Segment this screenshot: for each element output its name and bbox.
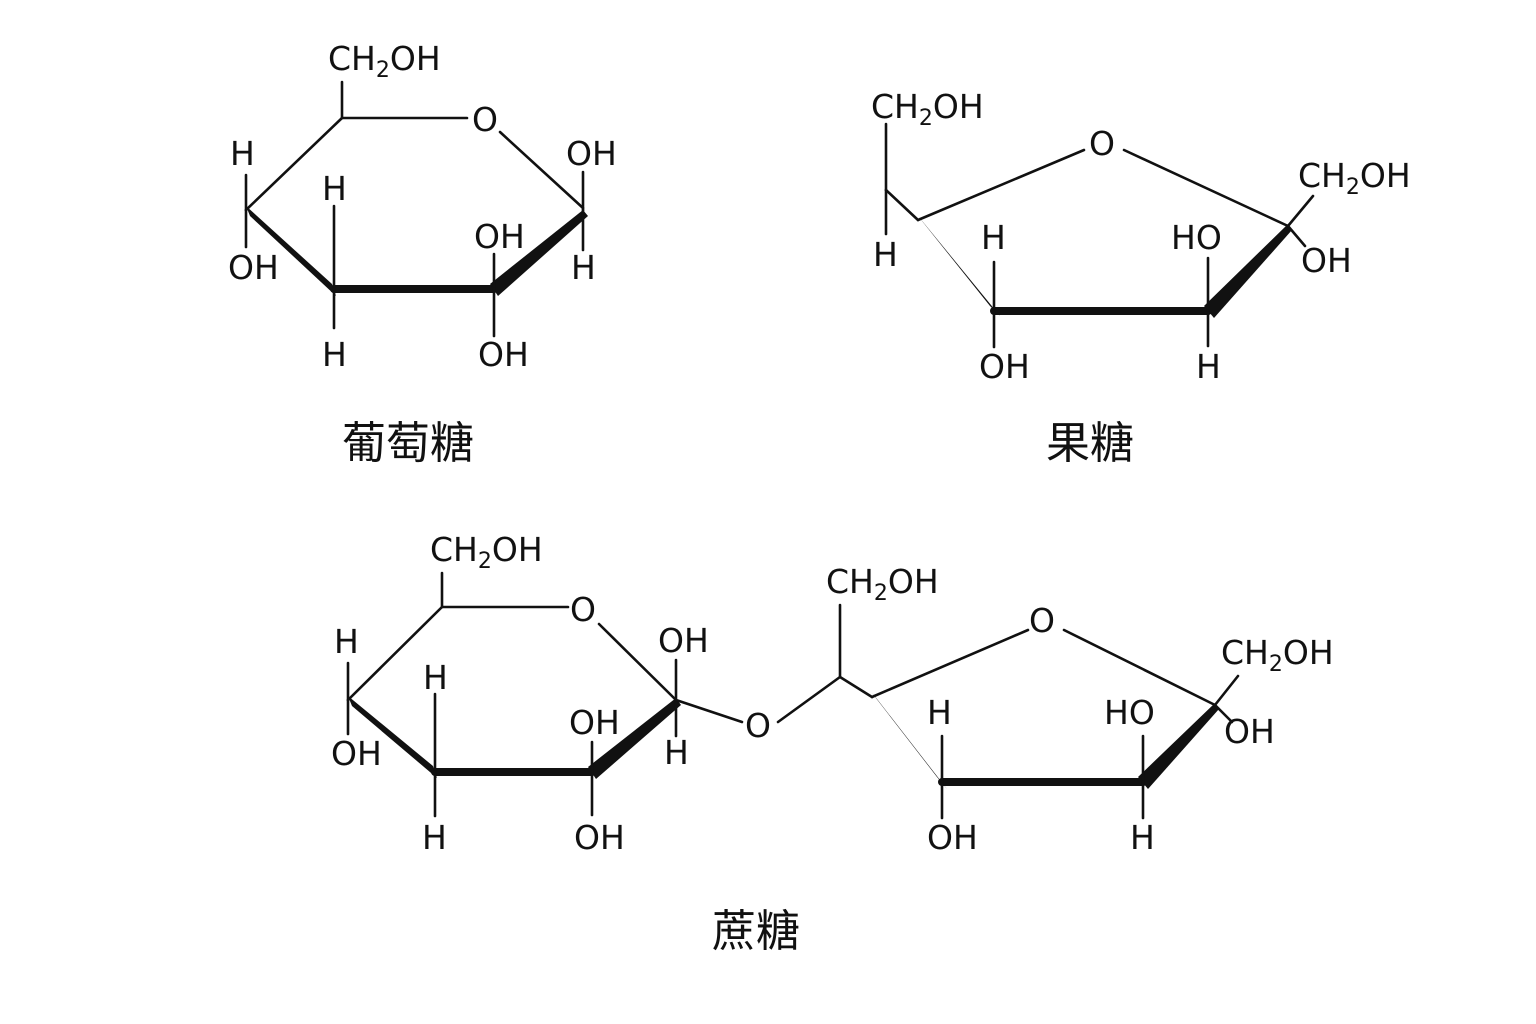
sucrose-glucose-c1-h-label: H	[664, 733, 689, 772]
sucrose-atoms: CH2OH O OH H H OH H H OH OH O CH2OH O CH…	[331, 530, 1334, 857]
fructose-c6-ch2oh-label: CH2OH	[871, 87, 984, 131]
sucrose-fructose-c4-h-label: H	[927, 693, 952, 732]
sucrose-fructose-c3-ho-label: HO	[1104, 693, 1155, 732]
fructose-c3-h-label: H	[1196, 347, 1221, 386]
glucose-ring-oxygen-label: O	[472, 100, 498, 139]
glucose-c2-oh-bottom-label: OH	[478, 335, 529, 374]
sucrose-fructose-unit-bonds	[838, 603, 1240, 820]
sucrose-glucose-c3-h-top-label: H	[423, 658, 448, 697]
glucose-name-label: 葡萄糖	[342, 418, 474, 469]
fructose-name-label: 果糖	[1046, 418, 1134, 469]
glucose-c4-oh-label: OH	[228, 248, 279, 287]
sucrose-fructose-c4-oh-label: OH	[927, 818, 978, 857]
sucrose-glucose-c4-h-label: H	[334, 622, 359, 661]
glucose-bonds	[244, 80, 588, 338]
fructose-ring-oxygen-label: O	[1089, 124, 1115, 163]
fructose-c5-h-label: H	[873, 235, 898, 274]
sucrose-glucose-c2-oh-bottom-label: OH	[574, 818, 625, 857]
sucrose-glucose-ring-oxygen-label: O	[570, 590, 596, 629]
fructose-atoms: CH2OH O CH2OH OH H H OH HO H	[871, 87, 1411, 386]
sucrose-fructose-c2-oh-label: OH	[1224, 712, 1275, 751]
fructose-c4-h-label: H	[981, 218, 1006, 257]
fructose-c4-oh-label: OH	[979, 347, 1030, 386]
glucose-structure: CH2OH O OH H H OH H H OH OH 葡萄糖	[228, 39, 617, 469]
sucrose-glucose-ch2oh-label: CH2OH	[430, 530, 543, 574]
fructose-structure: CH2OH O CH2OH OH H H OH HO H 果糖	[871, 87, 1411, 469]
sucrose-name-label: 蔗糖	[712, 906, 800, 957]
glucose-c1-oh-label: OH	[566, 134, 617, 173]
sucrose-glucose-c3-h-bottom-label: H	[422, 818, 447, 857]
sucrose-glucose-c2-oh-top-label: OH	[569, 703, 620, 742]
sucrose-glycosidic-oxygen-label: O	[745, 706, 771, 745]
glucose-c3-h-top-label: H	[322, 169, 347, 208]
glucose-c1-h-label: H	[571, 248, 596, 287]
fructose-c1-ch2oh-label: CH2OH	[1298, 156, 1411, 200]
sucrose-fructose-c6-ch2oh-label: CH2OH	[826, 562, 939, 606]
glucose-c2-oh-top-label: OH	[474, 217, 525, 256]
fructose-c2-oh-label: OH	[1301, 241, 1352, 280]
sucrose-fructose-ring-oxygen-label: O	[1029, 601, 1055, 640]
glucose-c4-h-label: H	[230, 134, 255, 173]
sucrose-fructose-c1-ch2oh-label: CH2OH	[1221, 633, 1334, 677]
sucrose-fructose-c3-h-label: H	[1130, 818, 1155, 857]
sucrose-glucose-c4-oh-label: OH	[331, 734, 382, 773]
glucose-atoms: CH2OH O OH H H OH H H OH OH	[228, 39, 617, 374]
fructose-c3-ho-label: HO	[1171, 218, 1222, 257]
sucrose-structure: CH2OH O OH H H OH H H OH OH O CH2OH O CH…	[331, 530, 1334, 957]
glucose-c3-h-bottom-label: H	[322, 335, 347, 374]
sucrose-glycosidic-bonds	[674, 675, 842, 724]
sucrose-glucose-unit-bonds	[346, 571, 681, 818]
sucrose-glucose-c1-oh-label: OH	[658, 621, 709, 660]
fructose-bonds	[884, 122, 1315, 349]
glucose-c6-ch2oh-label: CH2OH	[328, 39, 441, 83]
